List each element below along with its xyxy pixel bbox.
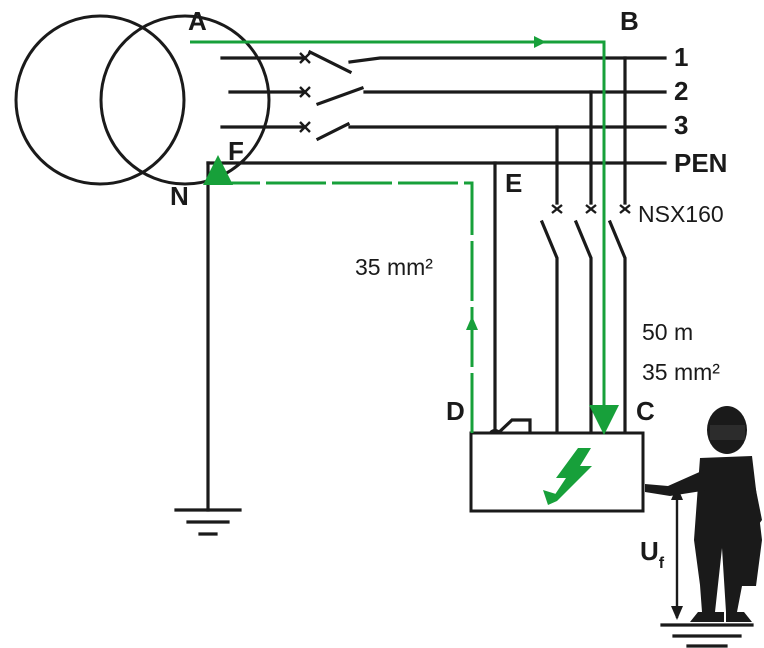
neutral-earth-connection [174,161,242,536]
label-point-c: C [636,396,655,426]
label-cable-length: 50 m [642,319,693,345]
fault-lightning-icon [543,448,592,505]
label-touch-voltage: Uf [640,536,665,572]
touch-voltage-symbol: U [640,536,659,566]
breaker-branch-pole-3 [607,56,631,435]
label-point-f: F [228,136,244,166]
label-conductor-3: 3 [674,110,688,140]
breaker-branch-pole-1 [539,125,563,435]
transformer-secondary-winding [99,14,271,186]
label-cable-section: 35 mm² [642,359,720,385]
phase-conductor-3 [220,121,667,142]
label-point-a: A [188,6,207,36]
phase-conductor-2 [228,85,667,107]
person-figure-icon [645,406,762,622]
label-point-b: B [620,6,639,36]
pe-conductor [488,161,532,443]
label-conductor-1: 1 [674,42,688,72]
phase-conductor-1 [220,49,667,75]
transformer-primary-winding [14,14,186,186]
transformer-symbol [14,14,271,186]
label-point-n: N [170,181,189,211]
label-point-e: E [505,168,522,198]
label-point-d: D [446,396,465,426]
label-pe-section: 35 mm² [355,254,433,280]
fault-current-path [190,36,619,435]
label-conductor-pen: PEN [674,148,727,178]
label-breaker: NSX160 [638,201,724,227]
breaker-branch-pole-2 [573,90,597,435]
touch-voltage-subscript: f [659,555,665,572]
label-conductor-2: 2 [674,76,688,106]
main-switch-marks [299,52,311,133]
